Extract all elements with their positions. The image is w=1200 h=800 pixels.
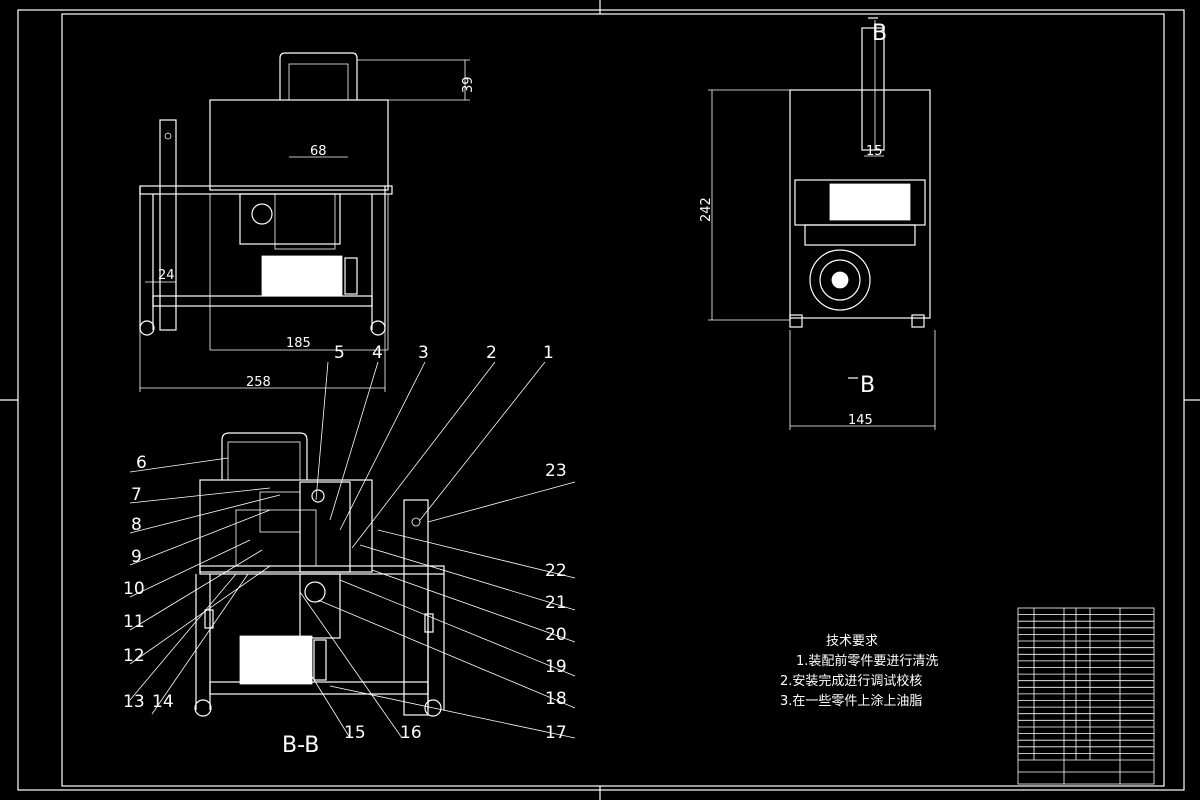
balloon-15: 15 xyxy=(344,723,366,743)
balloon-3: 3 xyxy=(418,343,429,363)
balloon-18: 18 xyxy=(545,689,567,709)
balloon-14: 14 xyxy=(152,692,174,712)
balloon-17: 17 xyxy=(545,723,567,743)
technical-requirements: 技术要求 1.装配前零件要进行清洗 2.安装完成进行调试校核 3.在一些零件上涂… xyxy=(780,632,938,712)
balloon-16: 16 xyxy=(400,723,422,743)
balloon-7: 7 xyxy=(131,485,142,505)
section-mark-top: B xyxy=(872,21,887,46)
balloon-1: 1 xyxy=(543,343,554,363)
balloon-9: 9 xyxy=(131,547,142,567)
balloon-13: 13 xyxy=(123,692,145,712)
balloon-6: 6 xyxy=(136,453,147,473)
side-view xyxy=(708,17,936,430)
tech-req-item-2: 2.安装完成进行调试校核 xyxy=(780,674,923,689)
section-mark-bottom: B xyxy=(860,373,875,398)
balloon-5: 5 xyxy=(334,343,345,363)
section-view-bb xyxy=(194,432,445,717)
balloon-11: 11 xyxy=(123,612,145,632)
dim-185: 185 xyxy=(286,336,311,351)
dim-242: 242 xyxy=(699,197,714,222)
dim-24: 24 xyxy=(158,268,175,283)
dim-258: 258 xyxy=(246,375,271,390)
balloon-19: 19 xyxy=(545,657,567,677)
balloon-20: 20 xyxy=(545,625,567,645)
balloon-12: 12 xyxy=(123,646,145,666)
balloon-4: 4 xyxy=(372,343,383,363)
dim-68: 68 xyxy=(310,144,327,159)
dim-145: 145 xyxy=(848,413,873,428)
balloon-21: 21 xyxy=(545,593,567,613)
section-view-label: B-B xyxy=(282,733,319,758)
tech-req-item-1: 1.装配前零件要进行清洗 xyxy=(796,654,939,669)
balloon-10: 10 xyxy=(123,579,145,599)
parts-list-table xyxy=(1017,607,1155,785)
balloon-22: 22 xyxy=(545,561,567,581)
tech-req-item-3: 3.在一些零件上涂上油脂 xyxy=(780,694,923,709)
balloon-23: 23 xyxy=(545,461,567,481)
tech-req-title: 技术要求 xyxy=(826,634,879,649)
balloon-8: 8 xyxy=(131,515,142,535)
parts-list-rows xyxy=(1018,614,1154,754)
dim-39: 39 xyxy=(461,76,476,93)
front-view xyxy=(139,52,470,392)
balloon-2: 2 xyxy=(486,343,497,363)
balloon-leaders xyxy=(129,361,576,739)
dim-15: 15 xyxy=(866,144,883,159)
